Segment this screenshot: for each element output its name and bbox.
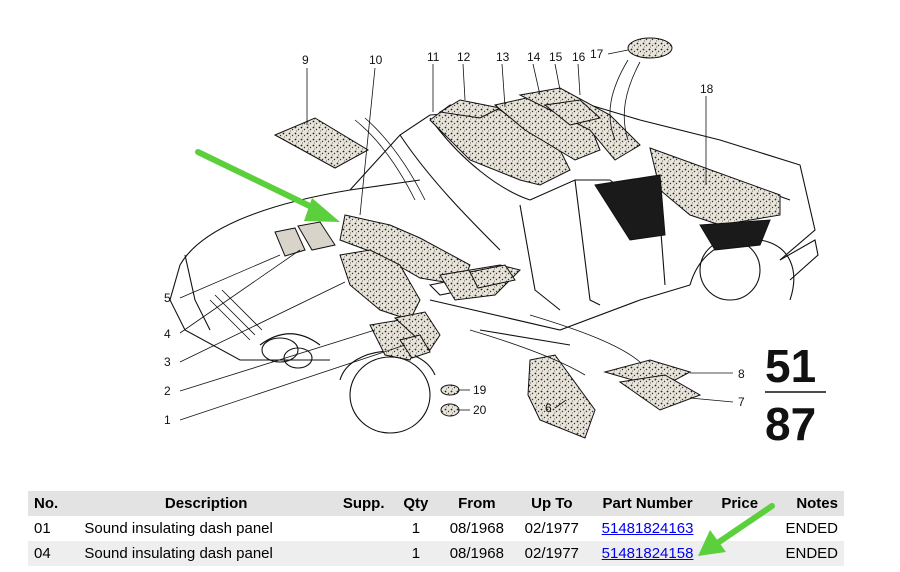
part-9-panel	[273, 117, 370, 169]
part-number-link[interactable]: 51481824163	[601, 520, 694, 537]
cell-up-to: 02/1977	[524, 520, 579, 537]
parts-table: No. Description Supp. Qty From Up To Par…	[28, 491, 844, 566]
table-header-row: No. Description Supp. Qty From Up To Par…	[28, 491, 844, 516]
cell-up-to: 02/1977	[515, 541, 589, 566]
cell-part-number: 51481824158	[588, 541, 707, 566]
header-description: Description	[78, 491, 335, 516]
callout-19: 19	[473, 383, 487, 397]
cell-from: 08/1968	[449, 520, 504, 537]
cell-notes: ENDED	[772, 541, 844, 566]
highlight-arrow-icon	[195, 149, 340, 222]
header-qty: Qty	[393, 491, 439, 516]
header-up-to: Up To	[515, 491, 589, 516]
callout-20: 20	[473, 403, 487, 417]
cell-no: 01	[34, 520, 51, 537]
table-row: 01 Sound insulating dash panel 1 08/1968…	[28, 516, 844, 541]
header-supp: Supp.	[334, 491, 394, 516]
callout-13: 13	[496, 50, 510, 64]
cell-notes: ENDED	[785, 520, 838, 537]
leader-lines	[179, 49, 734, 421]
callout-5: 5	[164, 291, 171, 305]
roof-panels	[429, 37, 781, 251]
cell-supp	[334, 541, 394, 566]
page-number: 51 87	[765, 340, 826, 450]
callout-12: 12	[457, 50, 471, 64]
callout-10: 10	[369, 53, 383, 67]
table-row: 04 Sound insulating dash panel 1 08/1968…	[28, 541, 844, 566]
page-number-top: 51	[765, 340, 816, 392]
callout-9: 9	[302, 53, 309, 67]
cell-description: Sound insulating dash panel	[84, 520, 273, 537]
callout-18: 18	[700, 82, 714, 96]
part-6-panel	[527, 354, 596, 439]
callout-3: 3	[164, 355, 171, 369]
callout-16: 16	[572, 50, 586, 64]
callout-17: 17	[590, 47, 604, 61]
header-no: No.	[28, 491, 79, 516]
callout-8: 8	[738, 367, 745, 381]
part-number-link[interactable]: 51481824158	[601, 545, 694, 562]
callout-4: 4	[164, 327, 171, 341]
part-7-mat	[618, 374, 702, 411]
callout-15: 15	[549, 50, 563, 64]
table-highlight-arrow-icon	[698, 503, 775, 556]
dash-panels	[274, 214, 521, 361]
part-20-grommet	[440, 403, 460, 417]
header-part-number: Part Number	[588, 491, 707, 516]
callout-14: 14	[527, 50, 541, 64]
cell-supp	[334, 516, 393, 541]
cell-qty: 1	[411, 520, 421, 537]
part-19-grommet	[440, 384, 460, 396]
callout-1: 1	[164, 413, 171, 427]
callout-6: 6	[545, 401, 552, 415]
cell-from: 08/1968	[438, 541, 516, 566]
cell-no: 04	[28, 541, 79, 566]
callout-7: 7	[738, 395, 745, 409]
page-number-bottom: 87	[765, 398, 816, 450]
callout-labels: 9 10 11 12 13 14 15 16 17 18 5 4 3 2 1 6…	[164, 47, 745, 427]
cell-description: Sound insulating dash panel	[78, 541, 335, 566]
callout-2: 2	[164, 384, 171, 398]
cell-qty: 1	[393, 541, 439, 566]
header-from: From	[438, 491, 516, 516]
cell-part-number: 51481824163	[588, 516, 706, 541]
parts-diagram: 9 10 11 12 13 14 15 16 17 18 5 4 3 2 1 6…	[164, 37, 826, 450]
header-notes: Notes	[772, 491, 844, 516]
callout-11: 11	[427, 50, 440, 64]
